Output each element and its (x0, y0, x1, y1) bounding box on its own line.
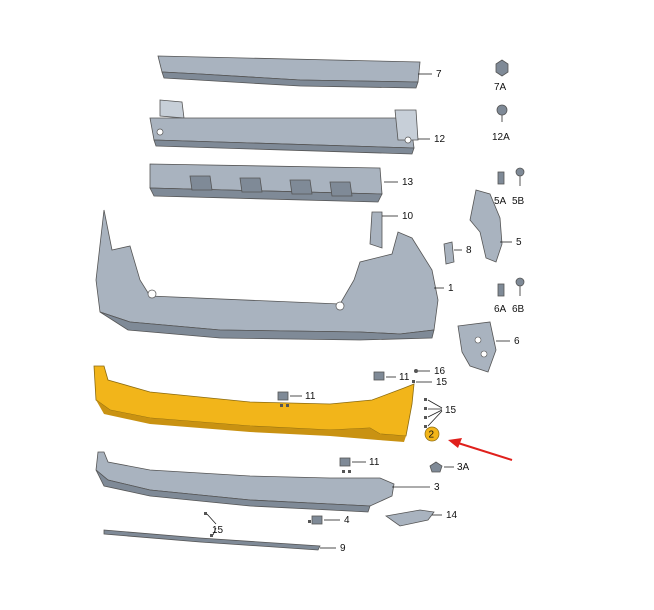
part-1-bumper-cover: 1 (95, 209, 454, 341)
label-15-upper: 15 (436, 377, 448, 388)
part-2-badge: 2 (424, 426, 440, 442)
label-14: 14 (446, 510, 458, 521)
label-6b: 6B (512, 304, 525, 315)
label-4: 4 (344, 515, 350, 526)
label-5: 5 (516, 237, 522, 248)
label-10: 10 (402, 211, 414, 222)
clip-11-lower: 11 (339, 457, 380, 473)
label-2: 2 (429, 430, 435, 441)
part-7-reinforcement-bar: 7 (157, 55, 442, 89)
clip-15-lower: 15 (204, 512, 224, 537)
label-5b: 5B (512, 196, 525, 207)
label-13: 13 (402, 177, 414, 188)
clip-15-upper: 15 (412, 377, 448, 388)
part-3-lower-trim: 3 (95, 451, 440, 513)
part-4-cover: 4 (308, 515, 350, 526)
part-6-side-guide: 6 (457, 321, 520, 373)
clip-16: 16 (414, 366, 446, 377)
label-11-left: 11 (305, 391, 316, 402)
part-10-bracket: 10 (369, 211, 414, 249)
fastener-6a: 6A (494, 283, 507, 315)
part-5-side-bracket: 5 (469, 189, 522, 263)
label-12a: 12A (492, 132, 510, 143)
label-6a: 6A (494, 304, 507, 315)
part-8-clip: 8 (443, 241, 472, 265)
part-12-bumper-beam: 12 (149, 99, 446, 155)
fastener-5b: 5B (512, 167, 525, 207)
label-15-lower: 15 (212, 525, 224, 536)
label-12: 12 (434, 134, 446, 145)
label-1: 1 (448, 283, 454, 294)
part-2-highlighted-trim (93, 365, 415, 442)
clip-15-group: 15 (424, 398, 457, 428)
label-8: 8 (466, 245, 472, 256)
part-13-energy-absorber: 13 (149, 163, 414, 203)
label-3a: 3A (457, 462, 470, 473)
label-7a: 7A (494, 82, 507, 93)
label-5a: 5A (494, 196, 507, 207)
label-3: 3 (434, 482, 440, 493)
label-16: 16 (434, 366, 446, 377)
fastener-7a: 7A (494, 59, 509, 93)
fastener-6b: 6B (512, 277, 525, 315)
part-3a-clip: 3A (429, 461, 470, 473)
red-arrow-indicator (448, 438, 513, 461)
label-9: 9 (340, 543, 346, 554)
clip-11-upper-left: 11 (277, 391, 316, 407)
label-7: 7 (436, 69, 442, 80)
fastener-12a: 12A (492, 104, 510, 143)
label-15-group: 15 (445, 405, 457, 416)
fastener-5a: 5A (494, 171, 507, 207)
clip-11-upper-right: 11 (373, 371, 410, 383)
label-11-lower: 11 (369, 457, 380, 468)
part-9-bottom-strip: 9 (103, 529, 346, 554)
label-6: 6 (514, 336, 520, 347)
label-11-right: 11 (399, 372, 410, 383)
part-14-reflector-trim: 14 (384, 509, 458, 527)
